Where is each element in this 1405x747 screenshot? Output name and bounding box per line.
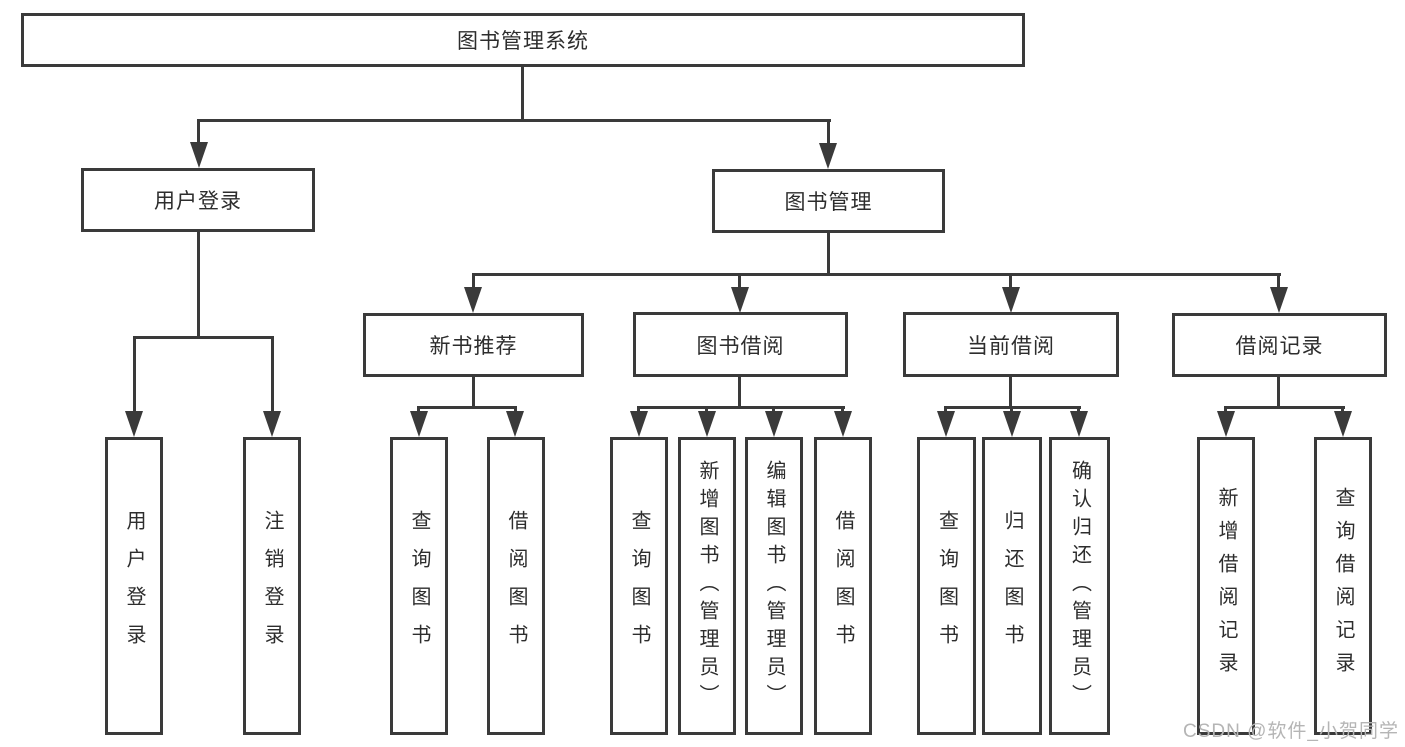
node-new-book-recommend: 新书推荐 [363,313,584,377]
connector-user-login-bar [133,336,274,339]
leaf-label: 查询图书 [628,510,650,662]
leaf-label: 确认归还（管理员） [1068,460,1091,712]
leaf-bb-edit-books-admin: 编辑图书（管理员） [745,437,803,735]
leaf-label: 查询图书 [935,510,958,662]
arrowhead-book-management [819,143,837,169]
arrowhead-br-add [1217,411,1235,437]
connector-shaft-borrow-records [1277,273,1280,291]
node-user-login: 用户登录 [81,168,315,232]
node-book-borrowing: 图书借阅 [633,312,848,377]
arrowhead-user-login [190,142,208,168]
arrowhead-nbr-borrow [506,411,524,437]
connector-user-login-stem [197,232,200,339]
arrowhead-br-query [1334,411,1352,437]
leaf-br-query-record: 查询借阅记录 [1314,437,1372,735]
connector-shaft-current-borrowing [1009,273,1012,291]
connector-root-stem [521,66,524,121]
connector-shaft-leaf-user-login [133,336,136,414]
connector-nbr-stem [472,377,475,409]
leaf-label: 注销登录 [261,510,283,662]
connector-shaft-bb-query [637,406,640,415]
connector-shaft-br-query [1341,406,1344,415]
leaf-bb-borrow-books: 借阅图书 [814,437,872,735]
arrowhead-borrow-records [1270,287,1288,313]
leaf-label: 借阅图书 [505,510,527,662]
connector-shaft-nbr-query [417,406,420,415]
leaf-nbr-borrow-books: 借阅图书 [487,437,545,735]
node-label: 图书管理 [784,191,873,214]
leaf-cb-query-books: 查询图书 [917,437,976,735]
leaf-label: 编辑图书（管理员） [763,460,785,712]
leaf-label: 新增图书（管理员） [696,460,718,712]
leaf-label: 用户登录 [123,510,145,662]
leaf-label: 借阅图书 [832,510,854,662]
connector-shaft-book-borrowing [738,273,741,291]
leaf-label: 归还图书 [1001,510,1023,662]
arrowhead-cb-confirm [1070,411,1088,437]
arrowhead-cb-return [1003,411,1021,437]
arrowhead-leaf-user-login [125,411,143,437]
connector-br-stem [1277,377,1280,409]
node-label: 图书借阅 [696,334,785,358]
connector-root-bar [197,119,831,122]
connector-shaft-cb-query [944,406,947,415]
connector-br-bar [1224,406,1345,409]
node-root: 图书管理系统 [21,13,1025,67]
arrowhead-bb-borrow [834,411,852,437]
connector-book-management-bar [472,273,1281,276]
connector-shaft-new-book-recommend [472,273,475,291]
connector-bb-stem [738,377,741,409]
arrowhead-bb-edit [765,411,783,437]
arrowhead-bb-add [698,411,716,437]
leaf-br-add-record: 新增借阅记录 [1197,437,1255,735]
arrowhead-nbr-query [410,411,428,437]
leaf-label: 查询图书 [408,510,430,662]
leaf-bb-add-books-admin: 新增图书（管理员） [678,437,736,735]
node-label: 用户登录 [154,190,242,213]
node-label: 新书推荐 [429,335,518,358]
node-borrow-records: 借阅记录 [1172,313,1387,377]
connector-shaft-book-management [827,119,830,148]
connector-nbr-bar [417,406,517,409]
connector-shaft-br-add [1224,406,1227,415]
arrowhead-new-book-recommend [464,287,482,313]
leaf-label: 新增借阅记录 [1215,487,1237,685]
arrowhead-book-borrowing [731,287,749,313]
leaf-bb-query-books: 查询图书 [610,437,668,735]
connector-shaft-user-login [197,119,200,148]
connector-shaft-bb-add [705,406,708,415]
node-book-management: 图书管理 [712,169,945,233]
leaf-user-login: 用户登录 [105,437,163,735]
connector-shaft-bb-edit [772,406,775,415]
connector-shaft-bb-borrow [841,406,844,415]
leaf-cb-return-books: 归还图书 [982,437,1042,735]
arrowhead-bb-query [630,411,648,437]
csdn-watermark: CSDN @软件_小贺同学 [1183,721,1399,742]
leaf-nbr-query-books: 查询图书 [390,437,448,735]
connector-bb-bar [637,406,845,409]
node-current-borrowing: 当前借阅 [903,312,1119,377]
connector-shaft-cb-return [1010,406,1013,415]
node-label: 图书管理系统 [457,30,589,53]
arrowhead-leaf-logout [263,411,281,437]
leaf-cb-confirm-return-admin: 确认归还（管理员） [1049,437,1110,735]
arrowhead-cb-query [937,411,955,437]
arrowhead-current-borrowing [1002,287,1020,313]
leaf-logout: 注销登录 [243,437,301,735]
node-label: 当前借阅 [967,334,1055,358]
leaf-label: 查询借阅记录 [1332,487,1354,685]
node-label: 借阅记录 [1235,335,1324,358]
connector-cb-stem [1009,377,1012,409]
connector-shaft-nbr-borrow [514,406,517,415]
connector-shaft-cb-confirm [1077,406,1080,415]
connector-book-management-stem [827,233,830,276]
connector-shaft-leaf-logout [271,336,274,414]
